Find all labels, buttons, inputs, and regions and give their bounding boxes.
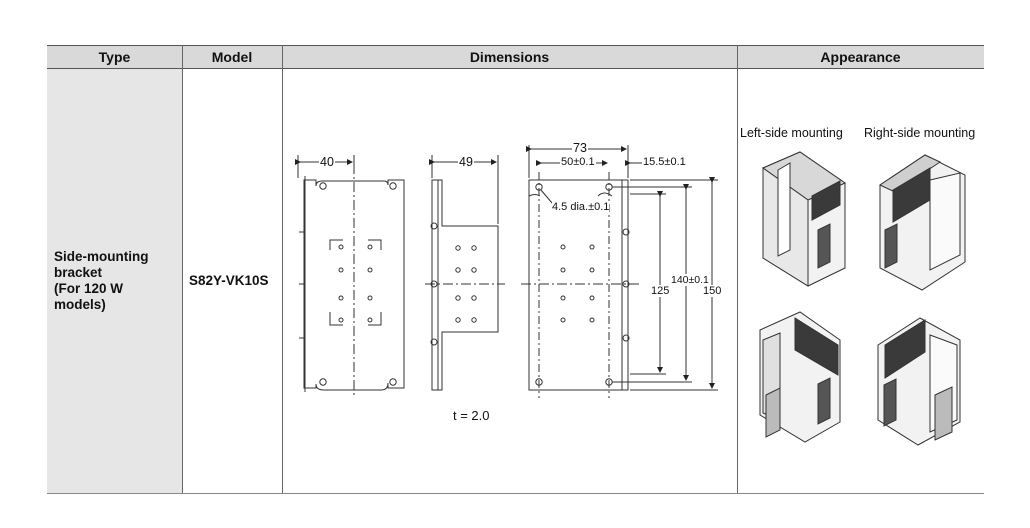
hole — [367, 244, 373, 250]
hole — [455, 245, 461, 251]
hole — [560, 317, 566, 323]
right-mount-illustration-top — [878, 154, 966, 291]
dim-label-49: 49 — [458, 155, 474, 169]
dim-label-140: 140±0.1 — [671, 274, 709, 286]
dim-label-50: 50±0.1 — [560, 156, 596, 168]
hole-diameter-label: 4.5 dia.±0.1 — [552, 201, 610, 213]
hole — [560, 244, 566, 250]
hole — [367, 295, 373, 301]
hole — [455, 295, 461, 301]
boss — [430, 338, 438, 346]
boss — [430, 222, 438, 230]
column-divider — [182, 45, 183, 494]
right-mount-illustration-bottom — [877, 317, 961, 446]
spec-table: Type Model Dimensions Appearance Side-mo… — [47, 45, 984, 494]
hole — [338, 244, 344, 250]
mount-hole — [389, 182, 397, 190]
leader-line — [540, 189, 553, 204]
mount-hole — [319, 182, 327, 190]
table-bottom-rule — [47, 493, 984, 494]
thickness-note: t = 2.0 — [453, 408, 490, 423]
dim-label-73: 73 — [572, 141, 588, 155]
hole — [589, 295, 595, 301]
type-line: Side-mounting — [54, 249, 149, 264]
hole — [338, 295, 344, 301]
left-side-mounting-label: Left-side mounting — [740, 126, 843, 140]
dim-label-15-5: 15.5±0.1 — [643, 156, 686, 168]
hole — [589, 267, 595, 273]
hole — [338, 317, 344, 323]
header-model: Model — [182, 45, 282, 69]
hole — [471, 267, 477, 273]
side-view-outline — [431, 179, 499, 391]
hole — [471, 317, 477, 323]
hole — [560, 267, 566, 273]
type-cell — [47, 69, 182, 493]
right-view-outline — [528, 179, 629, 391]
dim-label-150: 150 — [703, 285, 722, 297]
model-text: S82Y-VK10S — [189, 273, 269, 288]
type-line: (For 120 W — [54, 281, 124, 296]
header-appearance: Appearance — [737, 45, 984, 69]
type-text: Side-mounting bracket (For 120 W models) — [54, 249, 149, 313]
type-line: models) — [54, 297, 106, 312]
bracket-mark — [329, 239, 382, 250]
hole — [471, 245, 477, 251]
tab-mark — [299, 231, 305, 339]
boss — [622, 334, 630, 342]
hole — [455, 267, 461, 273]
header-type: Type — [47, 45, 182, 69]
bracket-mark — [329, 312, 382, 326]
hole — [338, 267, 344, 273]
left-mount-illustration-bottom — [759, 311, 841, 443]
mount-hole — [389, 378, 397, 386]
column-divider — [737, 45, 738, 494]
left-mount-illustration-top — [761, 151, 847, 287]
dim-label-40: 40 — [319, 155, 335, 169]
notch — [528, 192, 613, 197]
column-divider — [282, 45, 283, 494]
right-side-mounting-label: Right-side mounting — [864, 126, 976, 140]
hole — [560, 295, 566, 301]
hole — [589, 317, 595, 323]
boss — [622, 228, 630, 236]
header-dimensions: Dimensions — [282, 45, 737, 69]
type-line: bracket — [54, 265, 103, 280]
hole — [589, 244, 595, 250]
hole — [367, 267, 373, 273]
hole — [367, 317, 373, 323]
mount-hole — [319, 378, 327, 386]
dim-label-125: 125 — [651, 285, 670, 297]
hole — [455, 317, 461, 323]
front-view-outline — [303, 179, 405, 391]
hole — [471, 295, 477, 301]
appearance-illustrations — [759, 151, 966, 446]
